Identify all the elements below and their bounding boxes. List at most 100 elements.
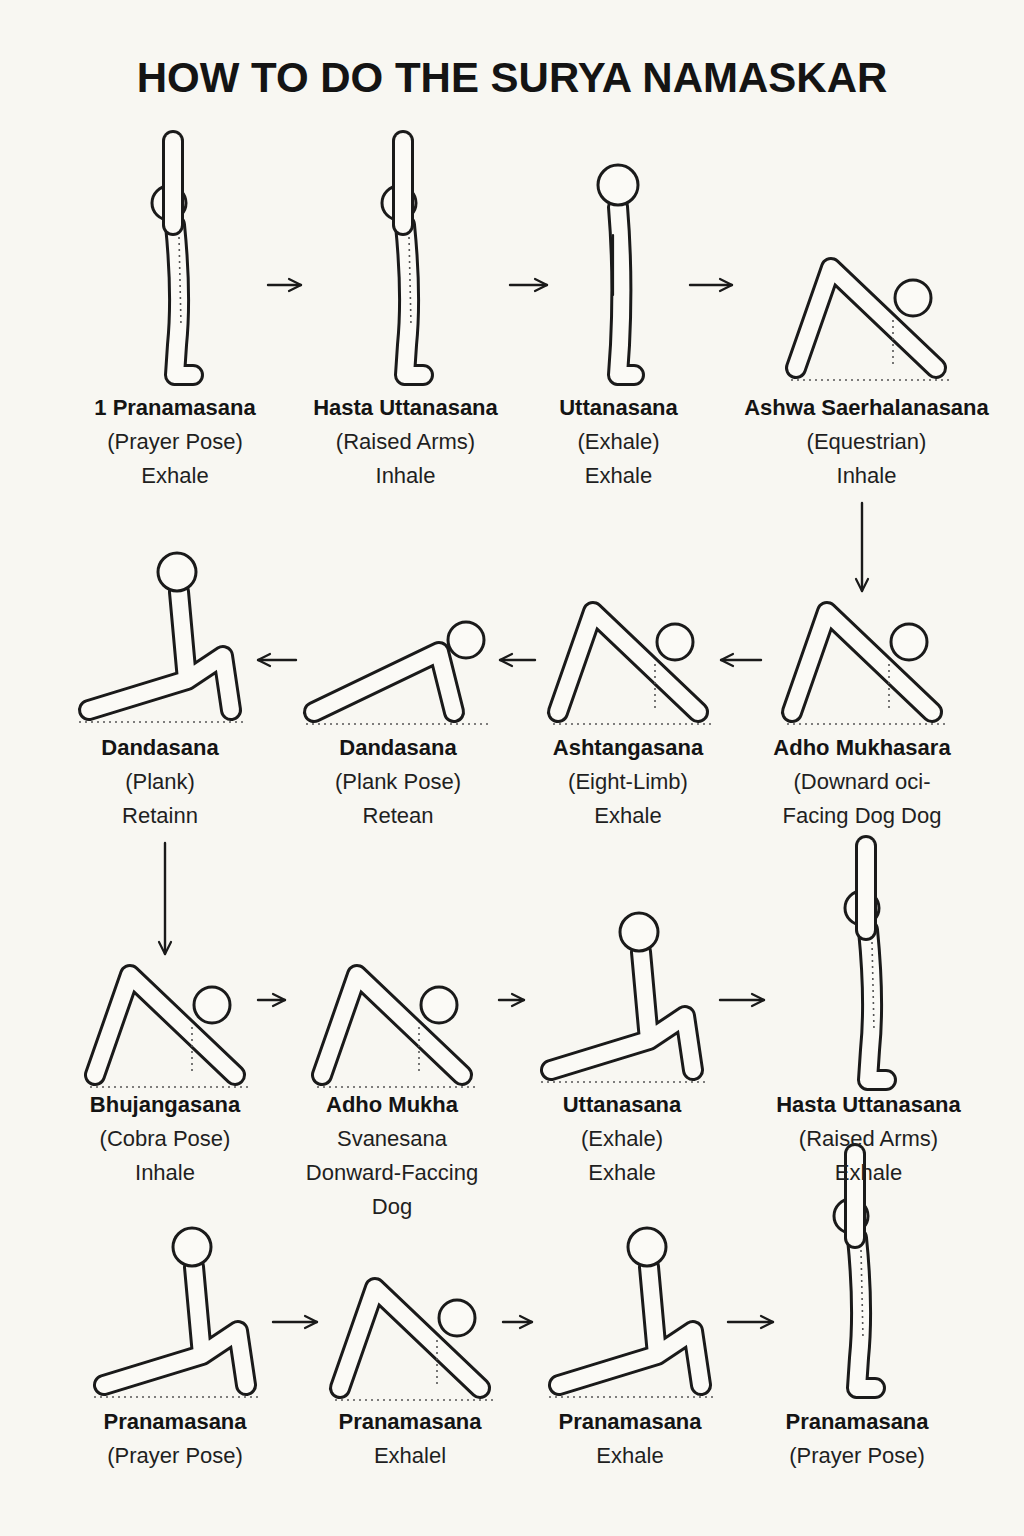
pose-step: Ashtangasana(Eight-Limb)Exhale (541, 597, 715, 837)
pose-note: (Exhale) (536, 1122, 708, 1156)
dog-figure (787, 612, 945, 724)
figure-space (785, 1138, 786, 1405)
pose-step: Uttanasana(Exhale)Exhale (530, 908, 714, 1194)
flow-arrow (720, 999, 764, 1001)
pose-note: (Prayer Pose) (785, 1439, 929, 1473)
pose-note: Donward-Faccing Dog (297, 1156, 487, 1224)
pose-note: Inhale (84, 1156, 246, 1190)
figure-space (773, 597, 774, 731)
pose-step: Pranamasana(Prayer Pose) (83, 1222, 267, 1477)
pose-note: Inhale (744, 459, 989, 493)
pose-name: Dandasana (74, 731, 246, 765)
pose-name: Hasta Uttanasana (776, 1088, 961, 1122)
flow-arrow (164, 843, 166, 954)
pose-step: Hasta Uttanasana(Raised Arms)Inhale (307, 126, 504, 497)
figure-space (536, 908, 537, 1088)
figure-space (89, 1222, 90, 1405)
figure-space (297, 960, 298, 1088)
flow-arrow (861, 503, 863, 591)
lunge-figure (549, 1228, 715, 1397)
prayer-figure (152, 141, 193, 375)
figure-space (559, 158, 560, 391)
raised-arms-figure (845, 846, 886, 1080)
flow-arrow (268, 284, 301, 286)
pose-note: Retean (308, 799, 488, 833)
figure-space (547, 597, 548, 731)
pose-note: (Plank) (74, 765, 246, 799)
pose-note: Exhalel (329, 1439, 491, 1473)
title: HOW TO DO THE SURYA NAMASKAR (0, 50, 1024, 106)
dog-figure (317, 975, 475, 1087)
pose-note: (Prayer Pose) (89, 1439, 261, 1473)
pose-step: Uttanasana(Exhale)Exhale (553, 158, 684, 497)
pose-note: (Equestrian) (744, 425, 989, 459)
flow-arrow (510, 284, 547, 286)
pose-note: (Raised Arms) (313, 425, 498, 459)
figure-space (329, 1273, 330, 1405)
lunge-figure (79, 553, 245, 722)
pose-name: Uttanasana (559, 391, 678, 425)
pose-step: PranamasanaExhale (538, 1222, 722, 1477)
connectors (165, 285, 862, 1322)
pose-name: Pranamasana (785, 1405, 929, 1439)
pose-name: Dandasana (308, 731, 488, 765)
dog-figure (553, 612, 711, 724)
pose-step: Dandasana(Plank)Retainn (68, 548, 252, 837)
pose-step: Adho Mukhasara(Downard oci- Facing Dog D… (767, 597, 957, 837)
pose-name: Uttanasana (536, 1088, 708, 1122)
dog-figure (90, 975, 248, 1087)
pose-note: (Exhale) (559, 425, 678, 459)
pose-note: Exhale (559, 459, 678, 493)
pose-note: Exhale (536, 1156, 708, 1190)
lunge-figure (541, 913, 707, 1082)
pose-name: Ashtangasana (547, 731, 709, 765)
pose-note: (Cobra Pose) (84, 1122, 246, 1156)
figure-space (744, 253, 745, 391)
pose-note: Inhale (313, 459, 498, 493)
figure-space (544, 1222, 545, 1405)
plank-figure (306, 622, 489, 724)
flow-arrow (500, 659, 535, 661)
pose-step: Dandasana(Plank Pose)Retean (302, 618, 494, 837)
pose-name: Bhujangasana (84, 1088, 246, 1122)
pose-step: Hasta Uttanasana(Raised Arms)Exhale (770, 830, 967, 1194)
pose-name: Pranamasana (89, 1405, 261, 1439)
prayer-figure (834, 1154, 875, 1388)
pose-note: Exhale (776, 1156, 961, 1190)
pose-note: (Downard oci- Facing Dog Dog (775, 765, 950, 833)
dog-figure (335, 1288, 493, 1400)
flow-arrow (728, 1321, 773, 1323)
flow-arrow (721, 659, 761, 661)
figure-space (84, 960, 85, 1088)
pose-note: (Plank Pose) (308, 765, 488, 799)
flow-arrow (503, 1321, 532, 1323)
pose-name: Pranamasana (544, 1405, 716, 1439)
pose-step: Ashwa Saerhalanasana(Equestrian)Inhale (738, 253, 995, 497)
pose-note: (Eight-Limb) (547, 765, 709, 799)
pose-note: (Prayer Pose) (94, 425, 256, 459)
pose-step: Bhujangasana(Cobra Pose)Inhale (78, 960, 252, 1194)
pose-step: Pranamasana(Prayer Pose) (779, 1138, 935, 1477)
figure-space (74, 548, 75, 731)
pose-name: Adho Mukhasara (773, 731, 951, 765)
pose-note: Svanesana (297, 1122, 487, 1156)
flow-arrow (690, 284, 732, 286)
pose-name: 1 Pranamasana (94, 391, 256, 425)
pose-note: Exhale (547, 799, 709, 833)
flow-arrow (258, 659, 296, 661)
figure-space (308, 618, 309, 731)
standing-figure (598, 165, 638, 375)
pose-step: 1 Pranamasana(Prayer Pose)Exhale (88, 126, 262, 497)
figure-space (313, 126, 314, 391)
pose-name: Adho Mukha (297, 1088, 487, 1122)
pose-name: Ashwa Saerhalanasana (744, 391, 989, 425)
pose-note: (Raised Arms) (776, 1122, 961, 1156)
pose-note: Exhale (94, 459, 256, 493)
flow-arrow (273, 1321, 317, 1323)
flow-arrow (258, 999, 285, 1001)
flow-arrow (499, 999, 524, 1001)
pose-step: PranamasanaExhalel (323, 1273, 497, 1477)
